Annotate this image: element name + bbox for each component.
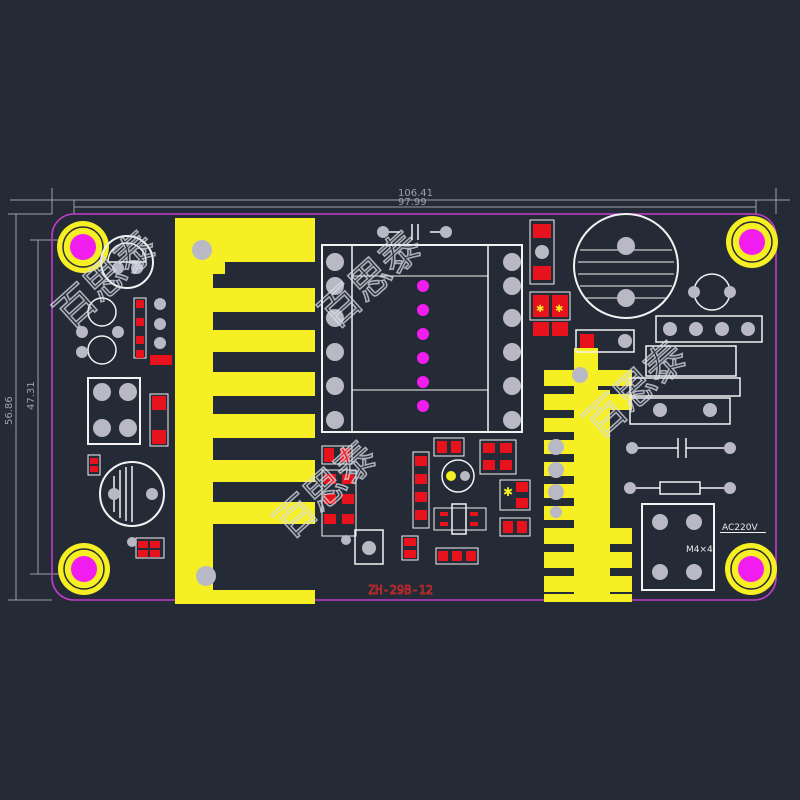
svg-text:✱: ✱	[503, 485, 513, 499]
middle-components: ✱	[321, 437, 562, 565]
overall-width-label: 106.41	[398, 188, 433, 199]
transformer-footprint	[321, 224, 523, 433]
board-outline	[51, 213, 777, 601]
svg-text:✱: ✱	[536, 304, 544, 315]
inner-width-label: 97.99	[398, 197, 427, 208]
overall-height-label: 56.86	[4, 396, 15, 425]
right-components: ✱ ✱	[529, 213, 766, 591]
primary-copper-pattern	[175, 218, 315, 604]
mount-hole-bottom-right	[725, 543, 777, 595]
secondary-copper-pattern	[544, 348, 632, 602]
mount-hole-bottom-left	[58, 543, 110, 595]
inner-height-label: 47.31	[26, 381, 37, 410]
svg-text:✱: ✱	[555, 304, 563, 315]
dimension-lines	[8, 188, 790, 601]
mount-hole-top-left	[57, 221, 109, 273]
board-reference-label: ZH-29B-12	[368, 583, 433, 597]
via-column	[417, 280, 429, 412]
mount-hole-spec-label: M4×4	[686, 545, 713, 555]
mounting-holes	[57, 216, 778, 595]
ac-input-label: AC220V	[722, 523, 758, 533]
left-components	[76, 235, 172, 559]
mount-hole-top-right	[726, 216, 778, 268]
